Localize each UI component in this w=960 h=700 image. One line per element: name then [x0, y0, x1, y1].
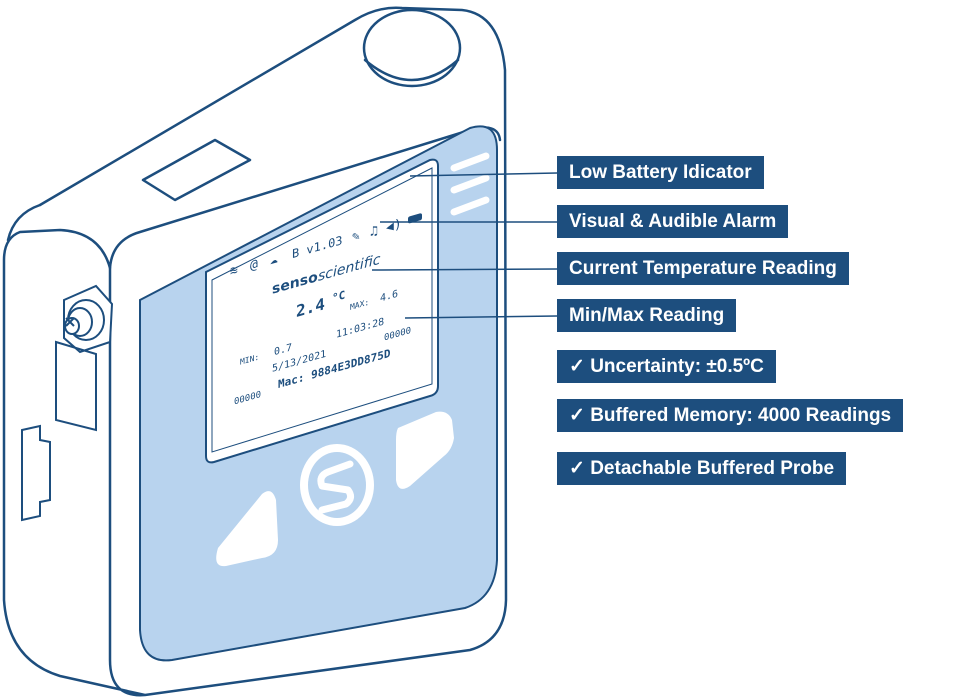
cloud-icon: ☁	[270, 251, 278, 268]
callout-low-battery: Low Battery Idicator	[557, 156, 764, 189]
callout-buffered-memory: ✓ Buffered Memory: 4000 Readings	[557, 399, 904, 432]
battery-icon	[408, 213, 422, 224]
max-value: 4.6	[380, 289, 398, 305]
side-clip	[21, 424, 51, 522]
temp-unit: °C	[332, 289, 345, 305]
bell-icon: ♫	[370, 223, 378, 240]
wifi-icon: ≋	[230, 263, 238, 280]
callout-min-max: Min/Max Reading	[557, 299, 737, 332]
lcd-screen	[205, 158, 439, 464]
left-arrow-button[interactable]	[216, 491, 278, 567]
vent-line	[450, 174, 490, 194]
at-icon: @	[250, 257, 258, 274]
callout-detachable-probe: ✓ Detachable Buffered Probe	[557, 452, 847, 485]
leader-line	[409, 172, 558, 177]
vent-line	[450, 152, 490, 172]
callout-uncertainty: ✓ Uncertainty: ±0.5ºC	[557, 350, 776, 383]
probe-connector	[55, 284, 114, 432]
alarm-icon: ✎	[352, 228, 360, 245]
right-arrow-button[interactable]	[396, 411, 454, 489]
callout-current-temp: Current Temperature Reading	[557, 252, 849, 285]
s-logo-icon	[317, 460, 355, 514]
vent-line	[450, 196, 490, 216]
top-slot	[141, 138, 252, 202]
leader-line	[371, 268, 558, 271]
leader-line	[404, 315, 558, 319]
min-value: 0.7	[274, 342, 292, 358]
center-logo-button[interactable]	[300, 444, 374, 526]
callout-alarm: Visual & Audible Alarm	[557, 205, 789, 238]
top-cap	[362, 8, 462, 88]
